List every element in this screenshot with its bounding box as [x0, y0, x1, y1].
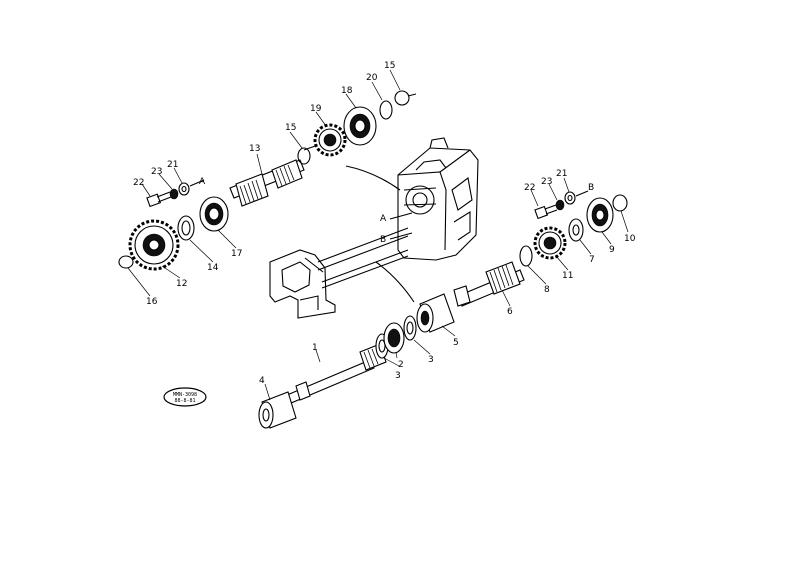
callout-20: 20: [366, 73, 378, 83]
callout-12: 12: [176, 279, 187, 289]
callout-21-left: 21: [167, 160, 178, 170]
gearbox-housing: [397, 137, 479, 261]
callout-17: 17: [231, 249, 242, 259]
gear-19: [313, 123, 347, 157]
sleeve-5: [416, 293, 455, 333]
snap-ring-10: [612, 194, 628, 212]
callout-23-right: 23: [541, 177, 552, 187]
shift-rods: [317, 212, 413, 289]
callout-13: 13: [249, 144, 260, 154]
bushing-4: [258, 391, 297, 429]
gear-11: [533, 226, 567, 260]
snap-ring-16: [118, 255, 134, 269]
callout-11: 11: [562, 271, 573, 281]
callout-2: 2: [398, 360, 404, 370]
callout-14: 14: [207, 263, 219, 273]
leader-lines: [127, 69, 629, 401]
ring-7: [568, 218, 584, 242]
bearing-18: [343, 106, 377, 146]
leader-curve-lower: [375, 261, 415, 303]
callout-21-right: 21: [556, 169, 567, 179]
bolt-assembly-left: [146, 179, 205, 208]
ref-letter-b-right: B: [588, 183, 594, 193]
ref-letter-b-housing: B: [380, 235, 386, 245]
callout-4: 4: [259, 376, 265, 386]
callout-5: 5: [453, 338, 459, 348]
callout-16: 16: [146, 297, 158, 307]
snap-ring-8: [519, 245, 533, 267]
output-shaft-6: [453, 261, 525, 307]
callout-22-right: 22: [524, 183, 535, 193]
stamp-line-2: 88-8-81: [174, 398, 195, 404]
bearing-9: [586, 197, 614, 233]
snap-ring-15-upper-right: [394, 90, 417, 106]
bearing-2: [383, 322, 405, 354]
callout-19: 19: [310, 104, 322, 114]
callout-6: 6: [507, 307, 513, 317]
callout-22-left: 22: [133, 178, 144, 188]
ref-letter-a-left: A: [199, 177, 206, 187]
callout-1: 1: [312, 343, 318, 353]
callout-7: 7: [589, 255, 595, 265]
bolt-assembly-right: [534, 190, 589, 220]
main-shaft: [279, 343, 387, 407]
shift-fork: [269, 249, 336, 319]
bearing-17: [199, 196, 229, 232]
callout-15-upper-right: 15: [384, 61, 395, 71]
callout-3-left: 3: [395, 371, 401, 381]
drawing-stamp: MMN-3098 88-8-81: [163, 387, 207, 407]
callout-8: 8: [544, 285, 550, 295]
callout-18: 18: [341, 86, 353, 96]
input-shaft: [229, 144, 319, 207]
leader-curve-upper: [345, 165, 401, 191]
callout-10: 10: [624, 234, 636, 244]
snap-ring-15-upper-left: [297, 147, 311, 165]
ring-20: [379, 100, 393, 120]
gear-12: [128, 219, 180, 271]
callout-9: 9: [609, 245, 615, 255]
stamp-line-1: MMN-3098: [173, 392, 197, 398]
callout-23-left: 23: [151, 167, 162, 177]
callout-15-upper-left: 15: [285, 123, 296, 133]
ref-letter-a-housing: A: [380, 214, 387, 224]
callout-labels: 1 2 3 3 4 5 6 7 8 9 10 11 12 13 14 15 15…: [133, 61, 636, 386]
callout-3-right: 3: [428, 355, 434, 365]
bearing-3-right: [403, 315, 417, 341]
ring-14: [177, 215, 195, 241]
reference-letters: A B A B: [199, 177, 594, 245]
